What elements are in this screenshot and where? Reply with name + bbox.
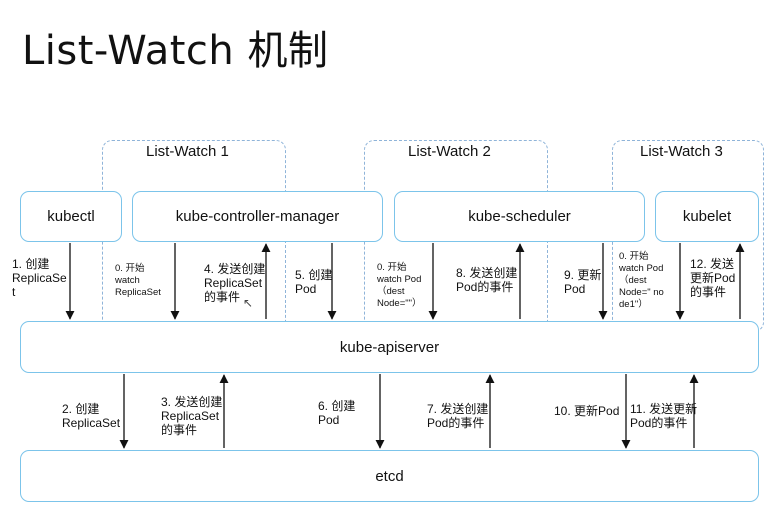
apiserver-box: kube-apiserver [20,321,759,373]
step-7-label: 7. 发送创建 Pod的事件 [427,402,489,430]
etcd-box: etcd [20,450,759,502]
step-12-label: 12. 发送 更新Pod 的事件 [690,257,736,299]
step-0-watch-pod-node1-label: 0. 开始 watch Pod （dest Node=" no de1"） [619,251,664,310]
step-0-watch-replicaset-label: 0. 开始 watch ReplicaSet [115,263,161,298]
mouse-pointer-icon: ↖ [243,296,254,310]
list-watch-3-label: List-Watch 3 [640,143,723,160]
scheduler-box: kube-scheduler [394,191,645,242]
step-0-watch-pod-label: 0. 开始 watch Pod （dest Node=""） [377,262,422,309]
step-5-label: 5. 创建 Pod [295,268,333,296]
kubectl-box: kubectl [20,191,122,242]
controller-manager-box: kube-controller-manager [132,191,383,242]
step-8-label: 8. 发送创建 Pod的事件 [456,266,518,294]
step-11-label: 11. 发送更新 Pod的事件 [630,402,698,430]
page-title: List-Watch 机制 [22,28,329,74]
step-1-label: 1. 创建 ReplicaSe t [12,257,67,299]
step-9-label: 9. 更新 Pod [564,268,602,296]
list-watch-2-label: List-Watch 2 [408,143,491,160]
step-10-label: 10. 更新Pod [554,404,620,418]
step-4-label: 4. 发送创建 ReplicaSet 的事件 [204,262,266,304]
step-2-label: 2. 创建 ReplicaSet [62,402,121,430]
list-watch-1-label: List-Watch 1 [146,143,229,160]
kubelet-box: kubelet [655,191,759,242]
step-3-label: 3. 发送创建 ReplicaSet 的事件 [161,395,223,437]
step-6-label: 6. 创建 Pod [318,399,356,427]
